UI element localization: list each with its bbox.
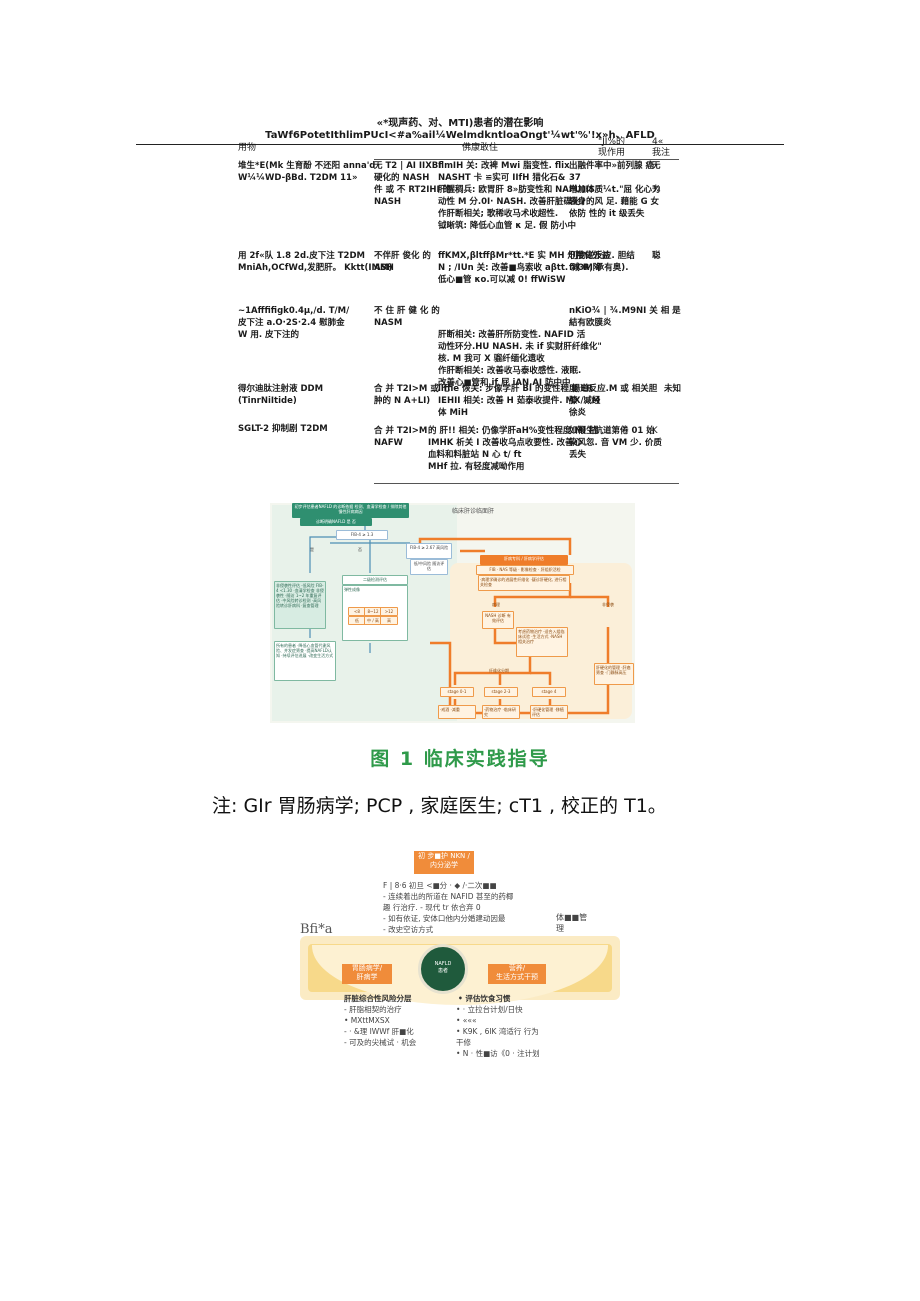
flow-orange-o6: 肝硬化的管理 ·肝癌筛查 ·门静脉高压 — [594, 663, 634, 685]
row3-drug: ~1Afffifigk0.4μ,/d. T/M/ 皮下注 a.O·2S·2.4 … — [238, 306, 350, 340]
flow-top-box2: 诊断明确NAFLD 是 否 — [300, 518, 372, 526]
header-drug: 用物 — [238, 143, 257, 153]
circle-label: NAFLD 患者 — [434, 961, 452, 974]
row2-indication: 不伴肝 俊化 的 ASH — [374, 251, 431, 273]
row1-effect-b: 肝醒稠兵: 欧胃肝 8»肪变性和 NAFU)IS 动性 M 分.0I· NASH… — [438, 185, 595, 231]
nafld-patient-circle: NAFLD 患者 — [418, 944, 468, 994]
row2-drug: 用 2f«队 1.8 2d.皮下注 T2DM MniAh,OCfWd,发肥肝。 … — [238, 251, 393, 273]
row5-adverse: 如鞭生肮道第倦 01 始 染风忽. 音 VM 少. 价质 丢失 — [569, 426, 662, 460]
row3-effect: 肝断相关: 改善肝所防变性. NAFID 活 动性环分.HU NASH. 未 i… — [438, 330, 602, 388]
flowchart-legend: 临床肝诊临面肝 — [452, 508, 495, 515]
row5-indication: 合 并 T2I>M NAFW — [374, 426, 428, 448]
flow-stage1: stage 0-1 — [440, 687, 474, 697]
row2-adverse: 刊物逆反应. 胆结 fiⁱOM 承有奥). — [569, 251, 635, 273]
bottom-top-box: 初 步■护 NKN / 内分泌学 — [414, 851, 474, 874]
header-col3: "JI%的 现作用 — [598, 137, 626, 158]
table-caption-line2: TaWf6PotetIthlimPUcI<#a%ail¼WelmdkntloaO… — [265, 130, 655, 141]
table-top-rule — [136, 144, 784, 145]
table-caption-line1: «*现声药、对、MTI)患者的潜在影响 — [376, 118, 544, 129]
flow-stage3: stage 4 — [532, 687, 566, 697]
bottom-top-text: F | 8·6 初旦 <■分 · ◆ /·二次■■ - 连续着出的所道在 NAF… — [383, 881, 514, 934]
bottom-right-text: • · 立拉台计划/日快 • ««« • K9K , 6IK 湾适行 行为 干修… — [456, 1005, 540, 1058]
row4-indication: 合 并 T2I>M 或 七 肿的 N A+LI) — [374, 384, 451, 406]
flow-stage2: stage 2-3 — [484, 687, 518, 697]
row1-adverse: 出融件率中»前列腺 癌 37 增加体质¼t."屈 化心力 衰身的风 足. 藉能 … — [569, 161, 661, 219]
flow-no-label: 否 — [358, 547, 362, 552]
flow-orange-o2: 病理 — [492, 602, 500, 607]
row1-note: 无 ¾ — [652, 161, 661, 195]
row4-effect: llffie 恢关: 步像学肝 BI 的变性程度 ER IEHII 相关: 改善… — [438, 384, 601, 418]
flow-high-risk-box: FIB-4 ≥ 2.67 高风险 — [406, 543, 452, 559]
flow-mid-head: 二级检测评估 — [342, 575, 408, 585]
flow-orange-head: 肝病专科 / 肝病学评估 — [480, 555, 568, 565]
figure-title: 图 1 临床实践指导 — [370, 748, 550, 770]
bottom-top-box-label: 初 步■护 NKN / 内分泌学 — [418, 852, 470, 869]
bottom-right-title: • 评估饮食习惯 — [458, 994, 511, 1003]
flow-green-head: 非侵袭性评估 ·低风险 FIB-4 <1.30 ·血清学检查 非侵袭性 ·随访 … — [274, 581, 326, 629]
row4-note: 未知 — [664, 384, 682, 394]
flow-orange-sub: FIB · NAS 等级 · 影像检查 · 肝组织活检 — [476, 565, 574, 575]
row3-indication: 不 住 肝 健 化 的 NASM — [374, 306, 440, 328]
flow-orange-o4: NASH 诊断 有效评估 — [482, 611, 514, 629]
bottom-right-label: 体■■管 理 — [556, 913, 588, 933]
header-rule — [374, 159, 679, 160]
flow-orange-o5: 考虑药物治疗 ·适合入组临床试验 ·生活方式 ·NASH 相关治疗 — [516, 627, 568, 657]
flow-green-bottom: 所有的患者 ·降低心血管代谢风险、并发症筛查 ·提高NAFLD认知 ·持续评估进… — [274, 641, 336, 681]
flow-orange-o3: 非侵袭 — [602, 602, 614, 607]
flow-top-box: 初步评估患者NAFLD 的诊断依据 检测、血清学检查 / 排除其他慢性肝病病因 — [292, 503, 409, 518]
flow-t13: >12 — [380, 607, 398, 616]
header-col4: 4« 我注 — [652, 137, 671, 158]
row2-note: 聪 — [652, 251, 661, 261]
clinical-flowchart: 初步评估患者NAFLD 的诊断依据 检测、血清学检查 / 排除其他慢性肝病病因 … — [270, 503, 635, 723]
row1-indication: 无 T2 | AI IIXBf 硬化的 NASH — [374, 161, 442, 183]
flow-mid-sub: 弹性成像 — [344, 587, 360, 592]
row1-indication-b: 件 或 不 RT2IHI 的 NASH — [374, 185, 452, 207]
figure-note: 注: GIr 胃肠病学; PCP , 家庭医生; cT1 , 校正的 T1。 — [212, 795, 667, 817]
table-bottom-rule — [374, 483, 679, 484]
flow-orange-o1: ·病理学确诊的进展性纤维化 ·疑诊肝硬化, 进行相关检查 — [478, 575, 570, 591]
bottom-left-text: - 肝脂相契的治疗 • MXttMXSX - · &理 IWWf 肝■化 - 可… — [344, 1005, 417, 1047]
flow-yes-label: 是 — [310, 547, 314, 552]
row5-effect: 的 肝!! 相关: 仍像学肝aH%变性程度 MI 秸 IMHK 析关 I 改善收… — [428, 426, 598, 472]
flow-orange-o7: 纤维化分期 — [489, 668, 509, 673]
row5-drug: SGLT-2 抑制剧 T2DM — [238, 424, 328, 434]
row1-effect: IlmIH 关: 改裨 Mwi 脂变性. flix NASHT 卡 ≌实可 II… — [438, 161, 570, 183]
bottom-left-title: 肝脏综合性风险分层 — [344, 994, 412, 1003]
row2-effect: ffKMX,βltffβMr*tt.*E 实 MH 灯接化外益 N ; /IUn… — [438, 251, 610, 285]
row3-adverse: nKiO¾ | ¾.M9NI 关 相 是 結有欧膜炎 — [569, 306, 681, 328]
flow-fib4-box: FIB-4 ≥ 1.3 — [336, 530, 388, 540]
flow-care2: ·药物治疗 ·临床研究 — [482, 705, 520, 719]
flow-care1: ·戒酒 ·减重 — [438, 705, 476, 719]
row4-drug: 得尔迪肽注射液 DDM (TinrNiItide) — [238, 384, 324, 406]
bottom-right-box: 营养/ 生活方式干预 — [488, 964, 546, 984]
flow-low-risk-box: 低/中风险 随访评估 — [410, 559, 448, 575]
bottom-left-box: 胃肠病学/ 肝病学 — [342, 964, 392, 984]
row4-adverse: '楊道反应.M 或 相关胆 膝 /ⁱ. M 徐炎 — [569, 384, 658, 418]
row1-drug: 堆生*E(Mk 生育酚 不还阳 anna'd W¼¼WD-βBd. T2DM 1… — [238, 161, 376, 183]
flow-t23: 高 — [380, 616, 398, 625]
flow-care3: ·肝硬化管理 ·移植评估 — [530, 705, 568, 719]
header-effect: 佛康敢住 — [462, 143, 499, 153]
bottom-left-label: Bfi*a — [300, 922, 333, 937]
row5-note: K — [652, 426, 658, 436]
